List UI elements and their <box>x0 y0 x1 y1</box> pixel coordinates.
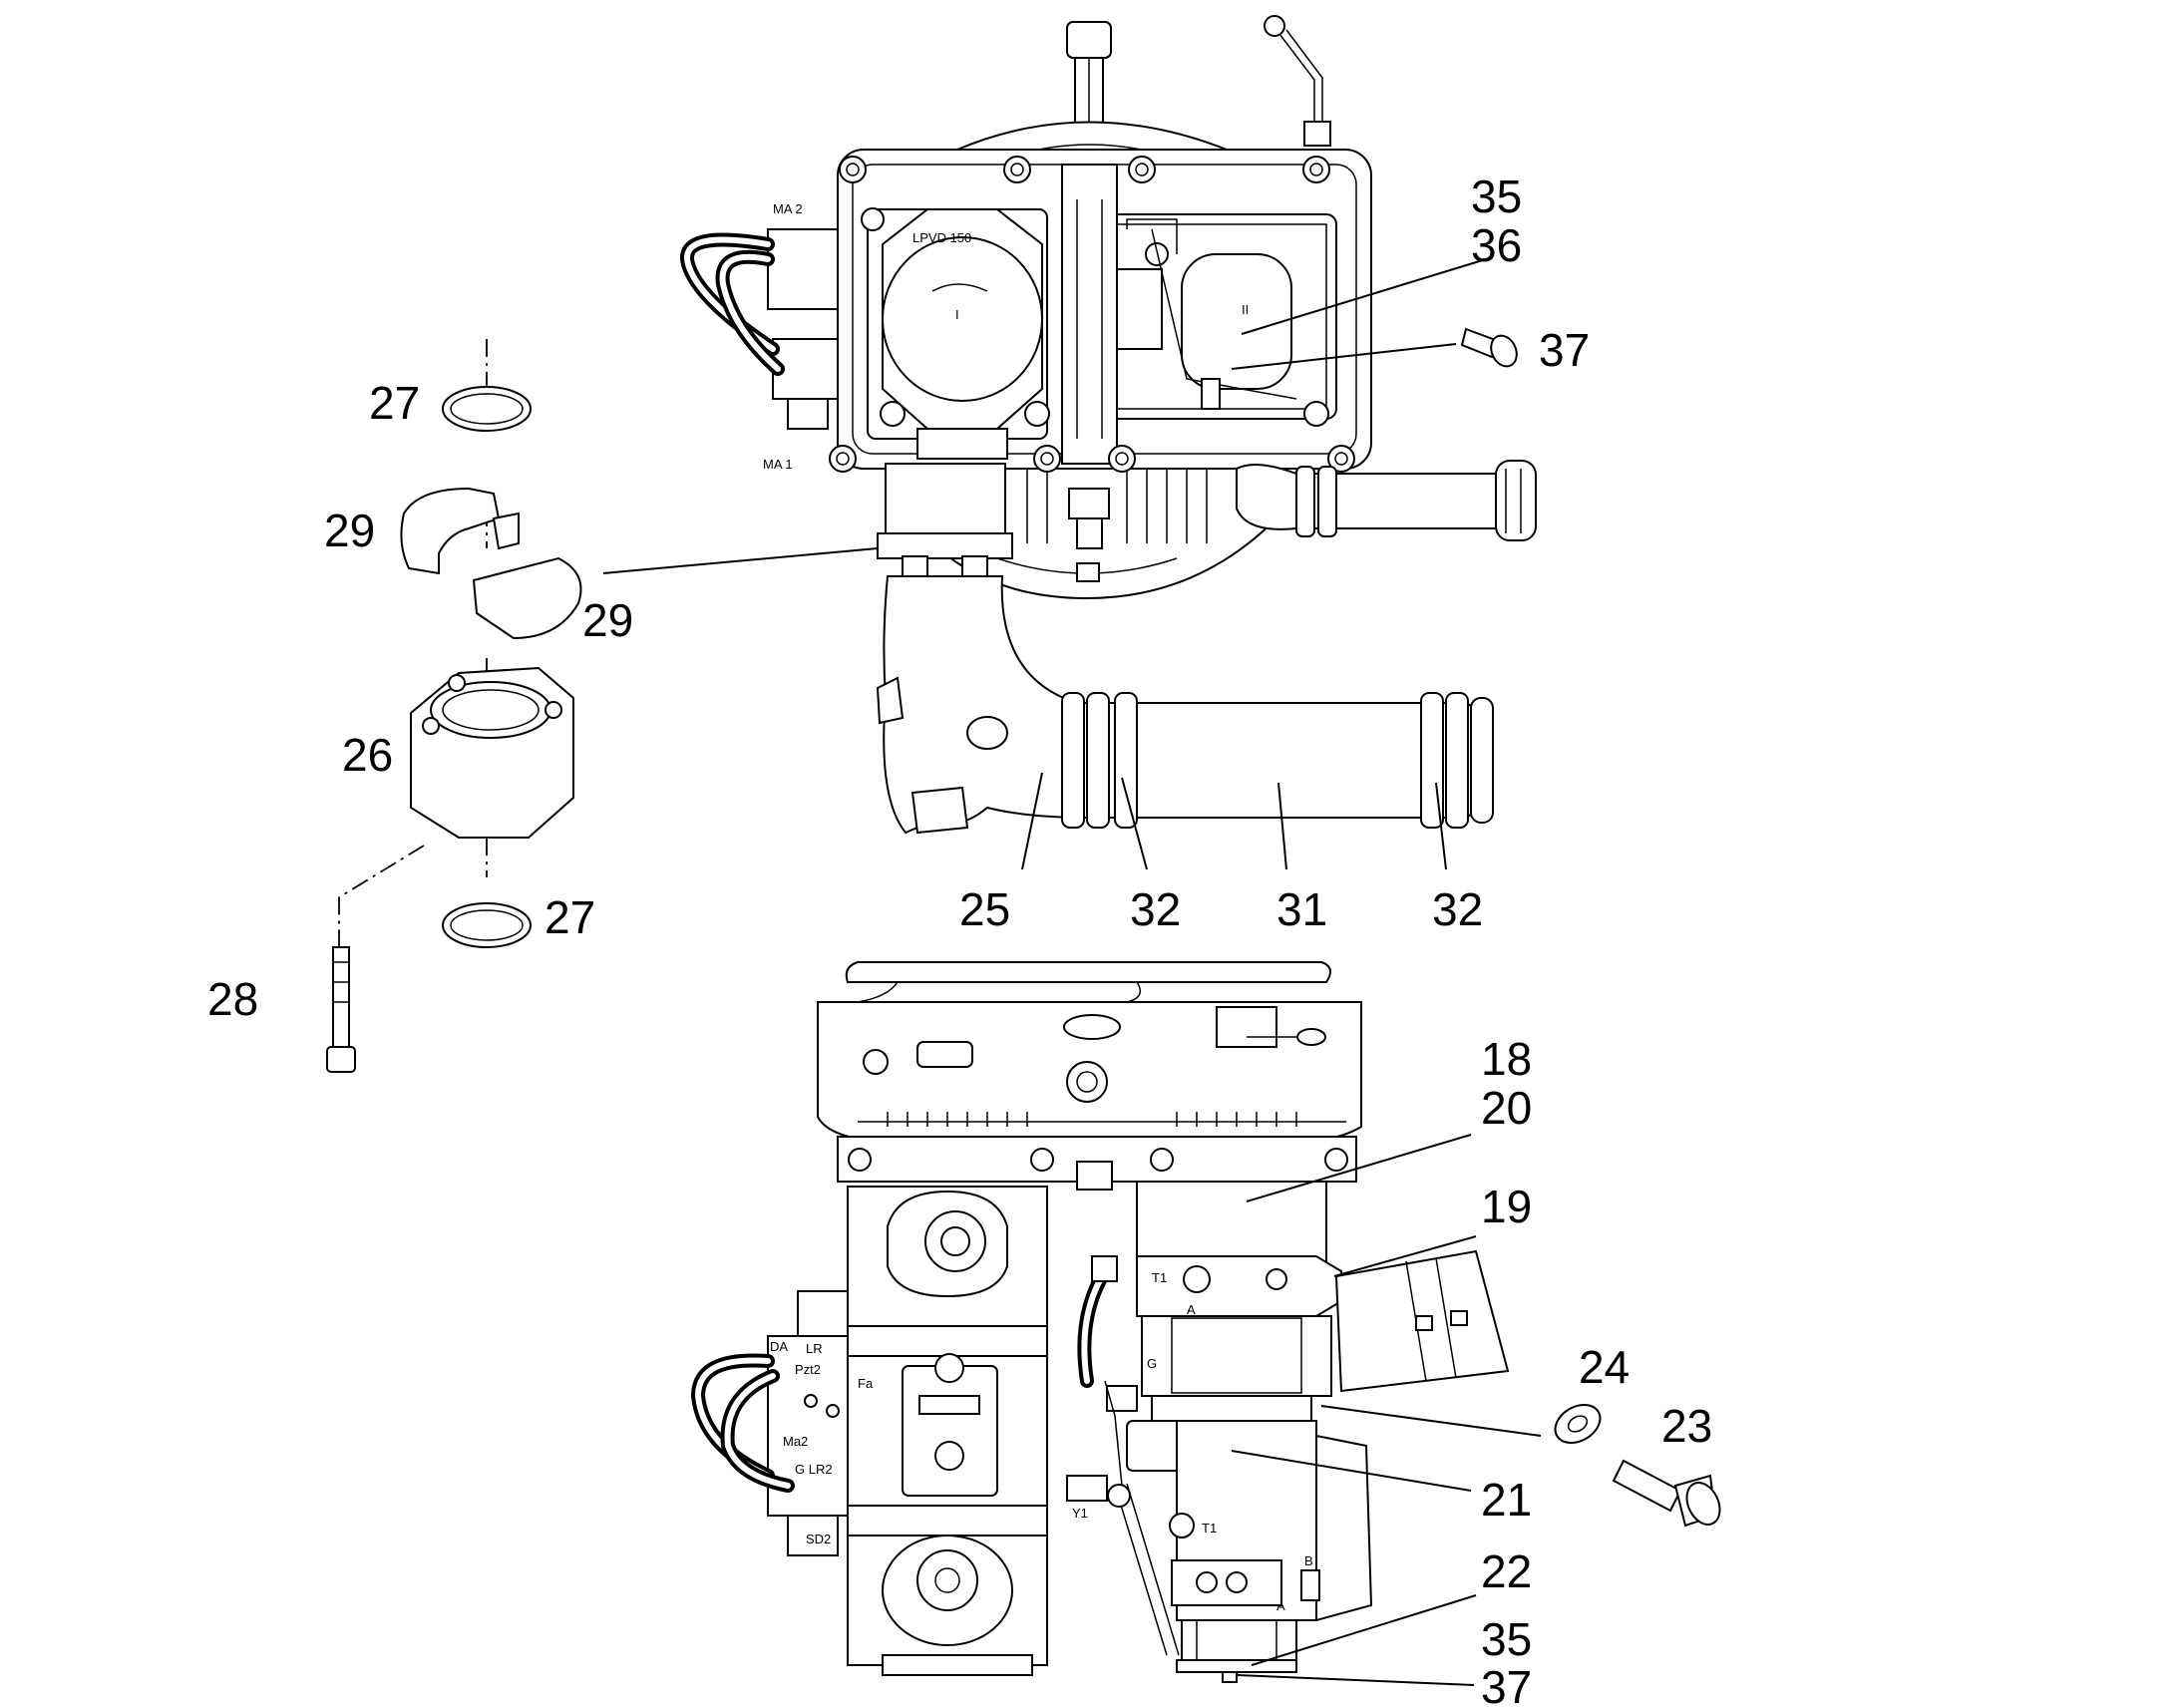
callout-36: 36 <box>1471 219 1522 271</box>
drain-pipe <box>1066 1380 1180 1656</box>
o-ring-bottom <box>442 902 532 948</box>
upper-outlet-pipe <box>1236 460 1537 541</box>
split-flange-half-left <box>400 487 501 575</box>
callout-26: 26 <box>342 729 393 781</box>
right-pump-lower: Y1 T1 B A <box>1072 1420 1373 1683</box>
callout-35-bottom: 35 <box>1481 1613 1532 1665</box>
port-fa-label: Fa <box>858 1376 874 1391</box>
breather-pipe <box>1264 15 1331 147</box>
port-da-label: DA <box>770 1339 788 1354</box>
right-pump-upper: T1 A G <box>1136 1181 1342 1422</box>
flange-bolt <box>326 946 356 1073</box>
port-ma1-label: MA 1 <box>763 457 793 472</box>
o-ring-top <box>442 386 532 432</box>
callout-32-left: 32 <box>1130 883 1181 935</box>
leader-lines <box>602 258 1542 1686</box>
pump-ii-label: II <box>1242 302 1249 317</box>
callout-22: 22 <box>1481 1545 1532 1597</box>
callouts: 35 36 37 27 29 29 26 27 28 25 32 31 32 1… <box>207 171 1712 1708</box>
upper-right-tubing <box>1126 218 1297 410</box>
port-glr2-label: G LR2 <box>795 1462 833 1477</box>
pump-model-label: LPVD 150 <box>912 230 971 245</box>
callout-23: 23 <box>1661 1400 1712 1452</box>
callout-29-left: 29 <box>324 505 375 556</box>
callout-29-right: 29 <box>582 594 633 646</box>
pump-ii: II <box>1106 213 1337 420</box>
suction-neck <box>877 463 1013 577</box>
port-g-label: G <box>1147 1356 1157 1371</box>
central-shaft <box>1061 164 1118 582</box>
split-flange-half-right <box>472 556 582 640</box>
suction-hose <box>1061 692 1494 829</box>
pump-i-label: I <box>955 307 959 322</box>
gearbox-ribs <box>887 1112 1297 1127</box>
port-pzt2-label: Pzt2 <box>795 1362 821 1377</box>
upper-pump-assembly: LPVD 150 I II <box>680 15 1537 835</box>
cooling-fins-bottom <box>1026 469 1208 543</box>
port-ma2-label: MA 2 <box>773 201 803 216</box>
pump-i: LPVD 150 I <box>867 208 1048 460</box>
lower-control-block: DA LR Pzt2 Ma2 G LR2 SD2 <box>690 1290 849 1556</box>
port-y1-label: Y1 <box>1072 1506 1088 1521</box>
callout-35-top: 35 <box>1471 171 1522 222</box>
upper-control-block: MA 2 MA 1 <box>680 201 839 472</box>
callout-25: 25 <box>959 883 1010 935</box>
port-b-label: B <box>1304 1553 1313 1568</box>
cap-screw <box>1612 1459 1721 1528</box>
exploded-flange-parts <box>326 339 582 1073</box>
callout-32-right: 32 <box>1432 883 1483 935</box>
left-tandem-pump: Fa <box>847 1186 1048 1676</box>
housing-bolts <box>829 156 1355 473</box>
lower-pump-assembly: Fa DA LR Pzt2 Ma2 G LR2 SD2 T1 <box>690 961 1510 1683</box>
port-ma2-label-lower: Ma2 <box>783 1434 808 1449</box>
callout-18: 18 <box>1481 1033 1532 1085</box>
callout-28: 28 <box>207 973 258 1025</box>
right-hose <box>1334 1249 1510 1393</box>
flange-adapter <box>410 666 574 839</box>
port-sd2-label: SD2 <box>806 1532 831 1546</box>
callout-19: 19 <box>1481 1181 1532 1232</box>
port-t1-upper-label: T1 <box>1152 1270 1167 1285</box>
lower-gearbox <box>817 981 1362 1143</box>
connecting-hose <box>1077 1255 1138 1412</box>
callout-31: 31 <box>1276 883 1327 935</box>
callout-27-top: 27 <box>369 377 420 429</box>
callout-27-bottom: 27 <box>545 891 595 943</box>
callout-37-top: 37 <box>1539 324 1590 376</box>
cap-screw-top <box>1460 327 1518 368</box>
callout-24: 24 <box>1579 1341 1630 1393</box>
callout-37-bottom: 37 <box>1481 1661 1532 1708</box>
callout-20: 20 <box>1481 1082 1532 1134</box>
washer <box>1554 1404 1602 1444</box>
port-a-upper-label: A <box>1187 1302 1196 1317</box>
port-lr-label: LR <box>806 1341 823 1356</box>
lower-top-plate <box>845 961 1331 983</box>
callout-21: 21 <box>1481 1474 1532 1526</box>
port-t1-lower-label: T1 <box>1202 1521 1217 1536</box>
